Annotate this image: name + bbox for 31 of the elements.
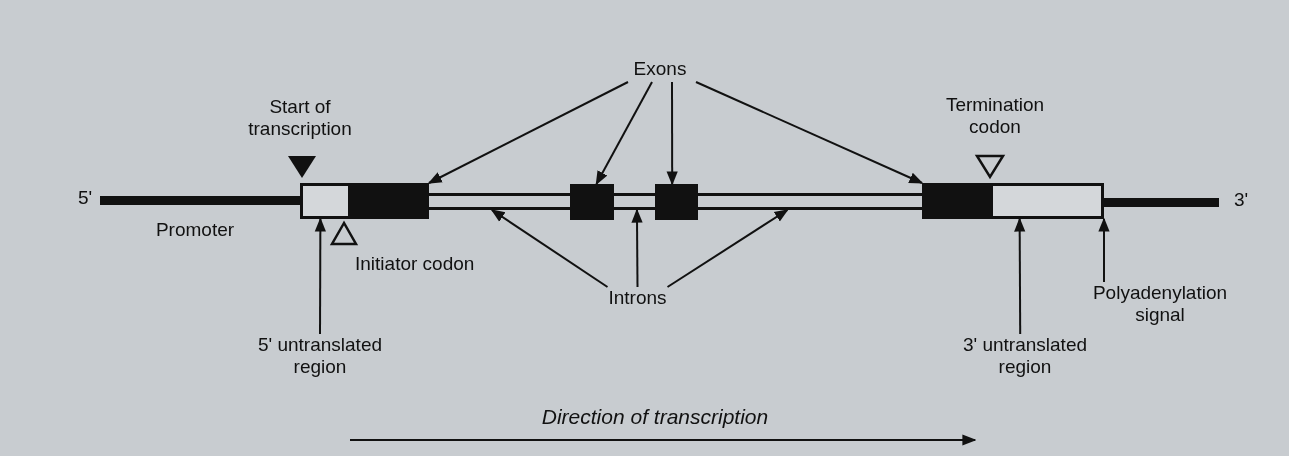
leader-arrow bbox=[666, 209, 789, 288]
leader-arrow bbox=[314, 217, 326, 335]
callout-text: Initiator codon bbox=[355, 253, 476, 275]
untranslated-region-box bbox=[990, 183, 1104, 219]
callout-text: 3' untranslated region bbox=[945, 334, 1105, 380]
leader-arrow bbox=[695, 81, 924, 184]
exon-box bbox=[922, 183, 991, 219]
intron-segment bbox=[428, 193, 570, 210]
leader-arrow bbox=[1098, 217, 1110, 283]
leader-arrow bbox=[666, 81, 678, 186]
callout-text: Start of transcription bbox=[247, 96, 353, 140]
callout-text: Termination codon bbox=[944, 94, 1046, 138]
end-label: 3' bbox=[1232, 189, 1250, 211]
leader-arrow bbox=[1014, 217, 1026, 335]
region-label: Promoter bbox=[154, 219, 236, 241]
leader-arrow bbox=[631, 208, 643, 288]
end-label: 5' bbox=[76, 187, 94, 209]
callout-text: Polyadenylation signal bbox=[1080, 282, 1240, 328]
exon-box bbox=[655, 184, 698, 220]
callout-text: Exons bbox=[620, 58, 700, 82]
direction-label: Direction of transcription bbox=[540, 406, 770, 428]
untranslated-region-box bbox=[300, 183, 351, 219]
leader-arrow bbox=[595, 81, 653, 186]
callout-text: 5' untranslated region bbox=[240, 334, 400, 380]
leader-arrow bbox=[490, 209, 609, 288]
exon-box bbox=[570, 184, 614, 220]
callout-text: Introns bbox=[600, 287, 675, 311]
exon-box bbox=[350, 183, 429, 219]
leader-arrow bbox=[427, 81, 629, 184]
intron-segment bbox=[613, 193, 655, 210]
intron-segment bbox=[697, 193, 923, 210]
